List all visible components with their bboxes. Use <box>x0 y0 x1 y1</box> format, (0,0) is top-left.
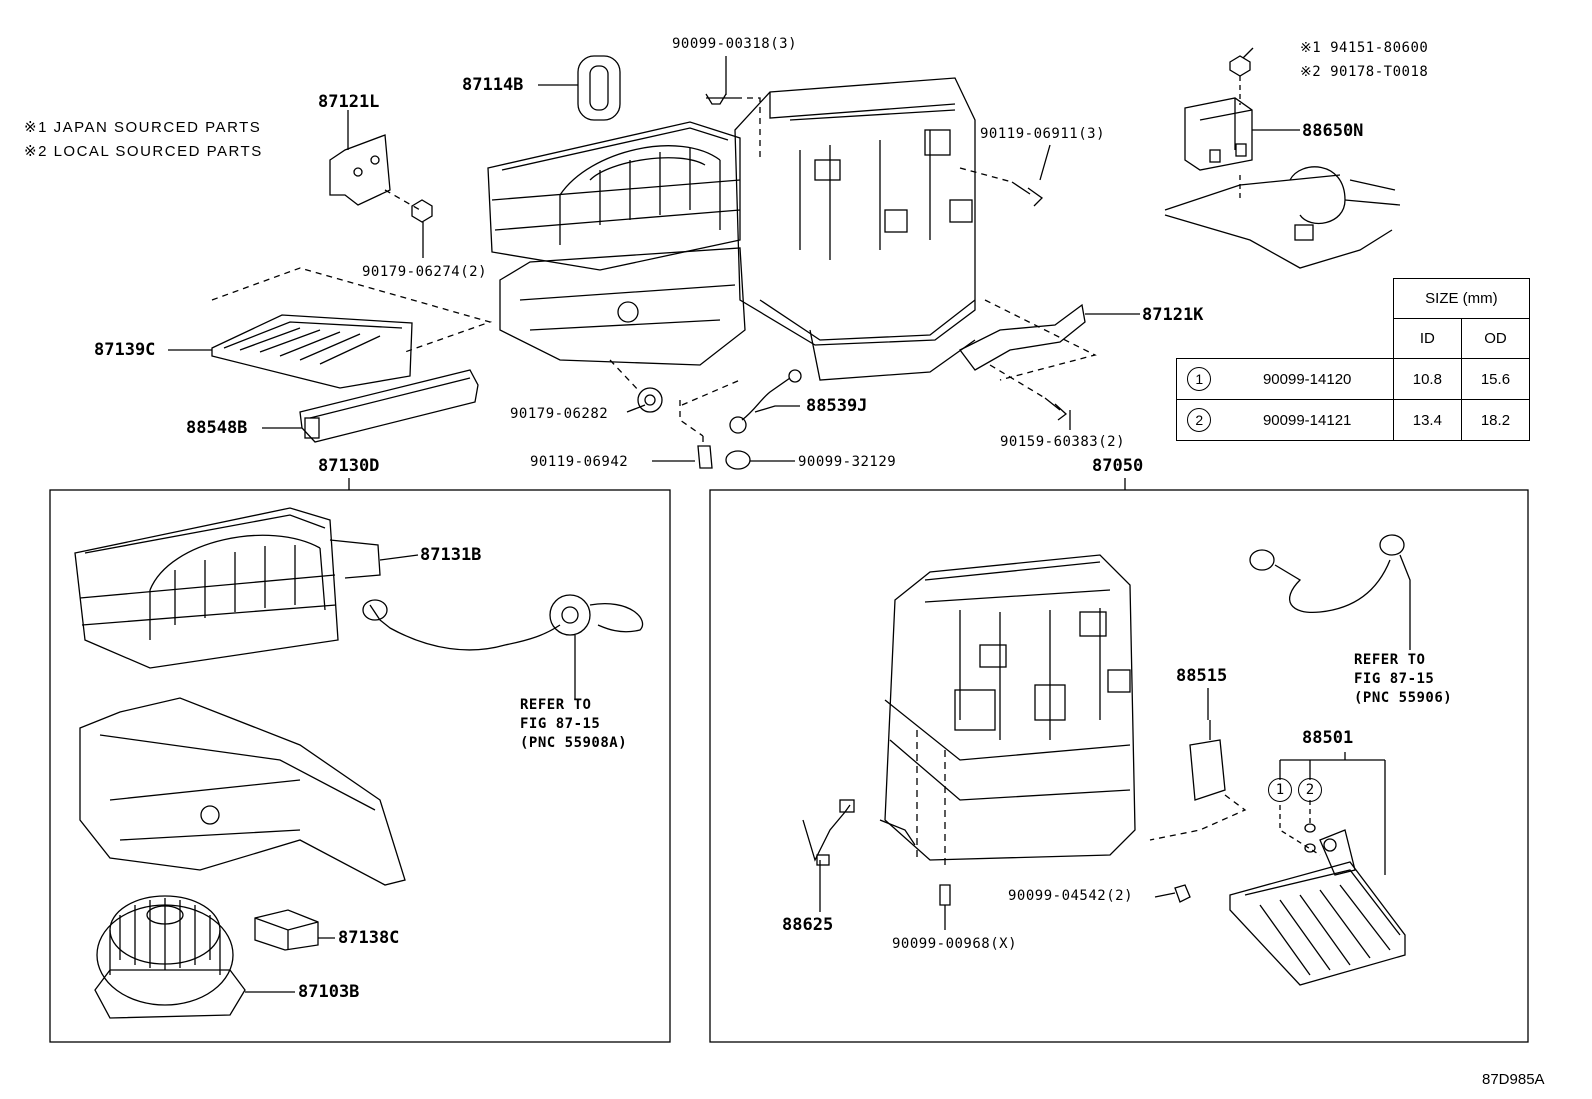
group-box-87130d <box>49 489 671 1043</box>
label-94151-80600[interactable]: ※1 94151-80600 <box>1300 40 1429 56</box>
size-table: SIZE (mm) ID OD 1 90099-14120 10.8 15.6 … <box>1175 278 1531 441</box>
label-87114b[interactable]: 87114B <box>462 75 524 95</box>
label-88548b[interactable]: 88548B <box>186 418 248 438</box>
refer-right-line-2: FIG 87-15 <box>1354 671 1435 687</box>
row-part-number[interactable]: 90099-14121 <box>1221 399 1394 441</box>
heater-unit-drawing <box>802 534 1411 986</box>
note-japan-sourced: ※1 JAPAN SOURCED PARTS <box>24 118 261 138</box>
size-table-header: SIZE (mm) <box>1392 278 1531 319</box>
label-87138c[interactable]: 87138C <box>338 928 400 948</box>
label-90179-06274[interactable]: 90179-06274(2) <box>362 264 488 280</box>
table-row: 1 90099-14120 10.8 15.6 <box>1175 358 1531 400</box>
label-88650n[interactable]: 88650N <box>1302 121 1364 141</box>
size-table-col-od: OD <box>1460 318 1531 359</box>
relay-88650n-drawing <box>1164 55 1401 269</box>
refer-right-line-3: (PNC 55906) <box>1354 690 1453 706</box>
figure-id: 87D985A <box>1482 1071 1545 1088</box>
row-od-value: 15.6 <box>1460 358 1531 400</box>
refer-right-line-1: REFER TO <box>1354 652 1426 668</box>
label-87050[interactable]: 87050 <box>1092 456 1144 476</box>
refer-note-left[interactable]: REFER TO FIG 87-15 (PNC 55908A) <box>520 696 627 753</box>
callout-circle-2-text: 2 <box>1305 782 1315 798</box>
row-part-number[interactable]: 90099-14120 <box>1221 358 1394 400</box>
label-87130d[interactable]: 87130D <box>318 456 380 476</box>
row-mark: 2 <box>1187 408 1212 432</box>
note-local-sourced: ※2 LOCAL SOURCED PARTS <box>24 142 263 162</box>
table-row: 2 90099-14121 13.4 18.2 <box>1175 399 1531 441</box>
label-87103b[interactable]: 87103B <box>298 982 360 1002</box>
note-text: LOCAL SOURCED PARTS <box>53 143 263 160</box>
hvac-unit-assembly-drawing <box>211 55 1097 470</box>
label-90099-00318[interactable]: 90099-00318(3) <box>672 36 798 52</box>
label-90099-04542[interactable]: 90099-04542(2) <box>1008 888 1134 904</box>
row-id-value: 13.4 <box>1392 399 1462 441</box>
row-od-value: 18.2 <box>1460 399 1531 441</box>
row-mark: 1 <box>1187 367 1212 391</box>
refer-left-line-3: (PNC 55908A) <box>520 735 628 751</box>
note-text: JAPAN SOURCED PARTS <box>53 119 262 136</box>
label-88625[interactable]: 88625 <box>782 915 834 935</box>
label-90178-t0018[interactable]: ※2 90178-T0018 <box>1300 64 1429 80</box>
label-87131b[interactable]: 87131B <box>420 545 482 565</box>
label-87139c[interactable]: 87139C <box>94 340 156 360</box>
refer-left-line-2: FIG 87-15 <box>520 716 601 732</box>
callout-circle-2: 2 <box>1298 778 1322 802</box>
label-90119-06942[interactable]: 90119-06942 <box>530 454 629 470</box>
callout-circle-1: 1 <box>1268 778 1292 802</box>
label-90119-06911[interactable]: 90119-06911(3) <box>980 126 1106 142</box>
blower-assembly-drawing <box>74 507 644 1019</box>
row-id-value: 10.8 <box>1392 358 1462 400</box>
group-box-87050 <box>709 489 1529 1043</box>
leader-lines <box>168 47 1411 993</box>
label-90159-60383[interactable]: 90159-60383(2) <box>1000 434 1126 450</box>
size-table-col-id: ID <box>1392 318 1462 359</box>
note-marker: ※2 <box>24 143 48 160</box>
label-87121k[interactable]: 87121K <box>1142 305 1204 325</box>
label-88515[interactable]: 88515 <box>1176 666 1228 686</box>
refer-left-line-1: REFER TO <box>520 697 592 713</box>
callout-circle-1-text: 1 <box>1275 782 1285 798</box>
refer-note-right[interactable]: REFER TO FIG 87-15 (PNC 55906) <box>1354 651 1452 708</box>
label-88539j[interactable]: 88539J <box>806 396 868 416</box>
label-90099-32129[interactable]: 90099-32129 <box>798 454 897 470</box>
label-87121l[interactable]: 87121L <box>318 92 380 112</box>
note-marker: ※1 <box>24 119 48 136</box>
label-88501[interactable]: 88501 <box>1302 728 1354 748</box>
label-90099-00968[interactable]: 90099-00968(X) <box>892 936 1018 952</box>
label-90179-06282[interactable]: 90179-06282 <box>510 406 609 422</box>
